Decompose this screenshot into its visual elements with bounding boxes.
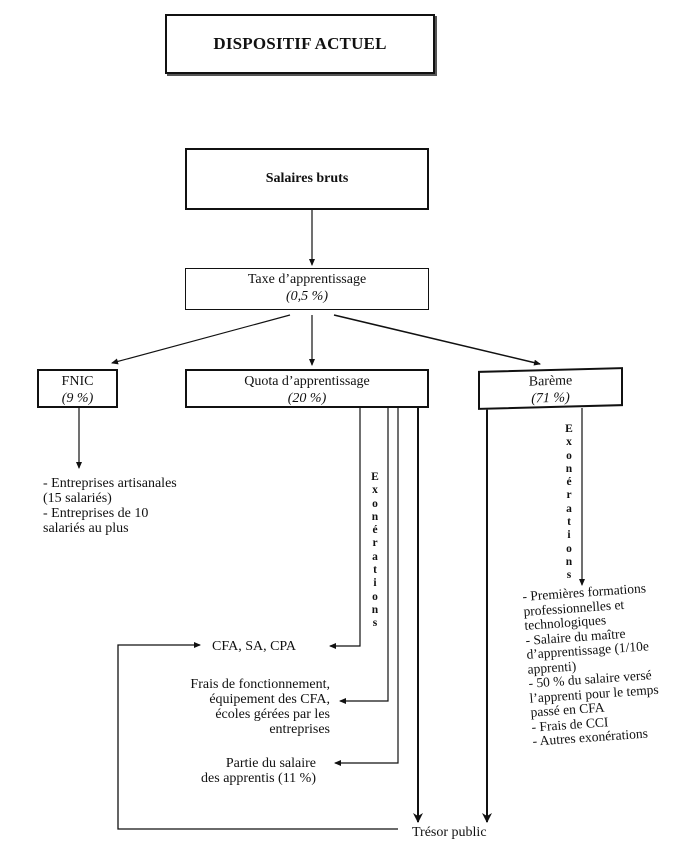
vertical-letter: é xyxy=(566,476,572,489)
vertical-letter: o xyxy=(372,497,378,510)
node-taxe-pct: (0,5 %) xyxy=(286,289,328,304)
fnic-beneficiary-line: - Entreprises de 10 xyxy=(43,506,149,521)
destination-salaire-apprentis: Partie du salaire des apprentis (11 %) xyxy=(140,756,316,786)
vertical-letter: a xyxy=(566,502,572,515)
vertical-letter: o xyxy=(566,542,572,555)
diagram-title: DISPOSITIF ACTUEL xyxy=(213,34,387,53)
destination-salaire-line: Partie du salaire xyxy=(225,756,316,771)
node-taxe-apprentissage: Taxe d’apprentissage (0,5 %) xyxy=(185,268,429,310)
vertical-letter: r xyxy=(566,489,572,502)
node-bareme-pct: (71 %) xyxy=(531,390,570,407)
vertical-letter: é xyxy=(372,524,378,537)
vertical-letter: s xyxy=(566,569,572,582)
node-taxe-label: Taxe d’apprentissage xyxy=(247,272,367,287)
quota-exonerations-vertical-label: E x o n é r a t i o n s xyxy=(369,471,381,631)
vertical-letter: o xyxy=(566,449,572,462)
destination-frais-line: Frais de fonctionnement, xyxy=(190,677,330,692)
arrow-tresor-cfa xyxy=(117,642,398,830)
node-bareme: Barème (71 %) xyxy=(478,367,623,410)
node-fnic-pct: (9 %) xyxy=(61,391,94,406)
fnic-beneficiary-line: salariés au plus xyxy=(43,521,129,536)
vertical-letter: E xyxy=(371,471,379,483)
fnic-beneficiary-line: - Entreprises artisanales xyxy=(43,476,177,491)
fnic-beneficiary-line: (15 salariés) xyxy=(43,491,112,506)
node-quota-label: Quota d’apprentissage xyxy=(244,374,370,389)
vertical-letter: n xyxy=(371,510,379,523)
vertical-letter: n xyxy=(565,462,573,475)
destination-frais-line: entreprises xyxy=(269,722,330,737)
bareme-exonerations-vertical-label: E x o n é r a t i o n s xyxy=(563,423,575,583)
arrow-taxe-fnic xyxy=(111,314,291,365)
vertical-letter: a xyxy=(372,550,378,563)
bareme-exonerations-list: - Premières formations professionnelles … xyxy=(522,579,673,749)
vertical-letter: s xyxy=(372,617,378,630)
node-fnic: FNIC (9 %) xyxy=(37,369,118,408)
vertical-letter: t xyxy=(373,564,377,577)
vertical-letter: r xyxy=(372,537,378,550)
node-fnic-label: FNIC xyxy=(61,374,94,389)
arrow-quota-salaire xyxy=(334,408,399,766)
destination-tresor-public: Trésor public xyxy=(412,825,487,840)
destination-salaire-line: des apprentis (11 %) xyxy=(201,771,316,786)
vertical-letter: n xyxy=(565,555,573,568)
vertical-letter: n xyxy=(371,603,379,616)
vertical-letter: i xyxy=(373,577,377,590)
arrow-quota-cfa xyxy=(329,408,361,649)
diagram-title-box: DISPOSITIF ACTUEL xyxy=(165,14,435,74)
vertical-letter: E xyxy=(565,423,573,435)
node-salaires-bruts: Salaires bruts xyxy=(185,148,429,210)
vertical-letter: x xyxy=(566,436,572,449)
node-salaires-label: Salaires bruts xyxy=(265,171,349,186)
destination-frais-fonctionnement: Frais de fonctionnement, équipement des … xyxy=(140,677,330,737)
vertical-letter: x xyxy=(372,484,378,497)
destination-frais-line: écoles gérées par les xyxy=(215,707,330,722)
fnic-beneficiaries-list: - Entreprises artisanales (15 salariés) … xyxy=(43,476,177,536)
node-quota-apprentissage: Quota d’apprentissage (20 %) xyxy=(185,369,429,408)
destination-frais-line: équipement des CFA, xyxy=(209,692,330,707)
vertical-letter: t xyxy=(567,516,571,529)
arrow-quota-frais xyxy=(339,408,389,704)
arrow-taxe-bareme xyxy=(333,314,541,366)
vertical-letter: i xyxy=(567,529,571,542)
vertical-letter: o xyxy=(372,590,378,603)
destination-cfa-sa-cpa: CFA, SA, CPA xyxy=(212,639,297,654)
node-quota-pct: (20 %) xyxy=(287,391,327,406)
